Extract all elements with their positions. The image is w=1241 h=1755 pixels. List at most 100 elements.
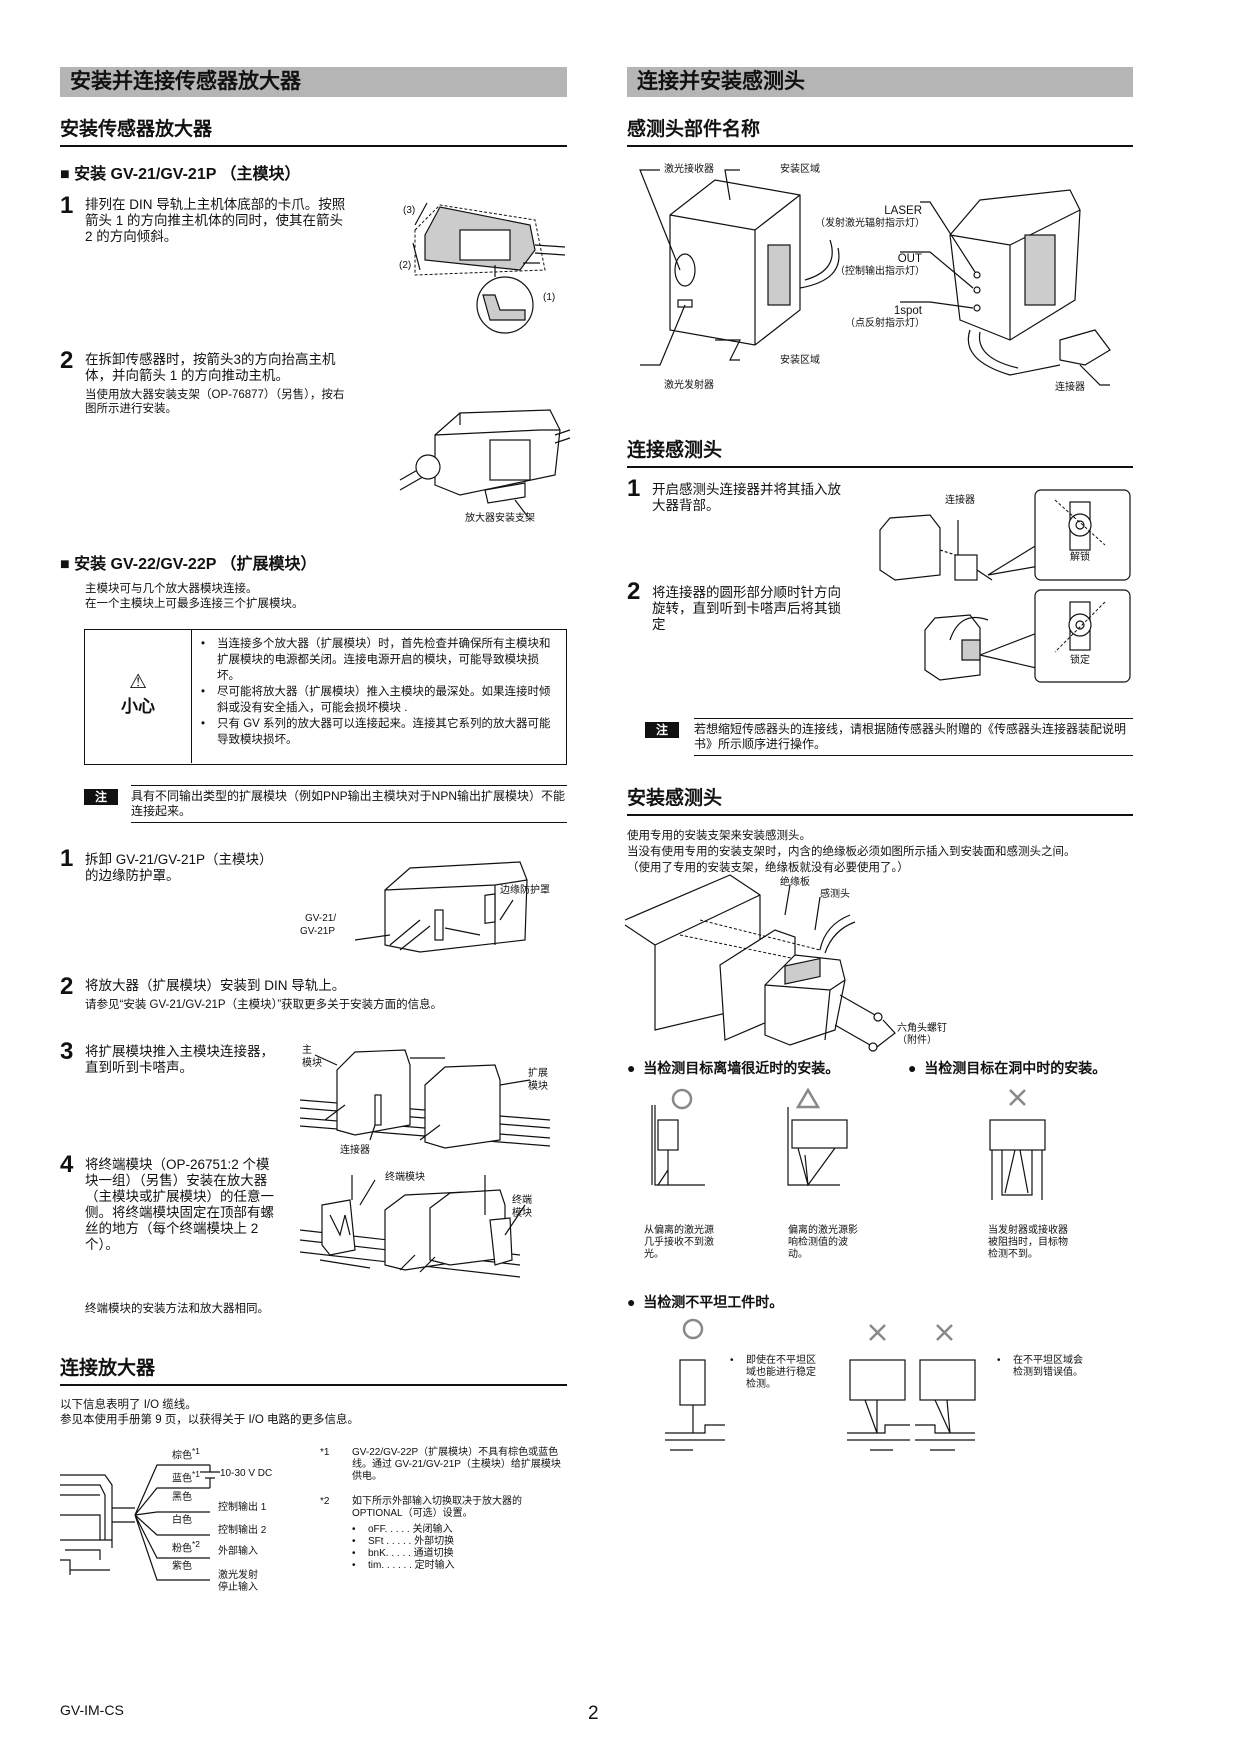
label-laser-desc: （发射激光辐射指示灯） xyxy=(815,218,925,229)
sensor-head-label: 感测头 xyxy=(820,889,850,900)
model-label: GV-21/ xyxy=(305,913,337,924)
wire-function: 控制输出 2 xyxy=(218,1525,267,1536)
ext-module-label: 模块 xyxy=(528,1081,548,1092)
figure-mount-head: 绝缘板 感测头 六角头螺钉 （附件） xyxy=(624,874,955,1055)
end-unit-label: 终端 xyxy=(512,1195,532,1206)
option-item: bnK. . . . . 通道切换 xyxy=(350,1548,455,1560)
footnote-end-unit: 终端模块的安装方法和放大器相同。 xyxy=(85,1303,269,1315)
label-out-desc: （控制输出指示灯） xyxy=(835,266,925,277)
connector-label: 连接器 xyxy=(340,1145,370,1156)
uneven-caption-list: 在不平坦区域会检测到错误值。 xyxy=(995,1355,1085,1379)
wall-caption: 当发射器或接收器被阻挡时，目标物检测不到。 xyxy=(988,1225,1068,1260)
step-number: 1 xyxy=(60,192,74,219)
step-number: 2 xyxy=(60,973,74,1000)
step-text: 将终端模块（OP-26751:2 个模块一组）（另售）安装在放大器（主模块或扩展… xyxy=(85,1157,274,1252)
figure-sensor-head-parts: 激光接收器 安装区域 安装区域 激光发射器 LASER （发射激光辐射指示灯） … xyxy=(639,160,1130,400)
label-laser: LASER xyxy=(884,205,922,217)
bullet-icon: ● xyxy=(908,1060,925,1076)
label-1spot-desc: （点反射指示灯） xyxy=(845,318,925,329)
option-item: oFF. . . . . 关闭输入 xyxy=(350,1524,455,1536)
intro-line: 在一个主模块上可最多连接三个扩展模块。 xyxy=(85,598,304,610)
main-module-label: 主 xyxy=(302,1045,312,1056)
heading-ext-module: ■ 安装 GV-22/GV-22P （扩展模块） xyxy=(60,556,317,573)
wire-function: 激光发射停止输入 xyxy=(218,1570,258,1593)
wire-function: 10-30 V DC xyxy=(220,1468,273,1479)
connector-label: 连接器 xyxy=(945,495,975,506)
step-subtext: 当使用放大器安装支架（OP-76877）（另售），按右图所示进行安装。 xyxy=(85,389,345,415)
step-text: 将扩展模块推入主模块连接器，直到听到卡嗒声。 xyxy=(85,1044,274,1075)
wire-color-text: 蓝色 xyxy=(172,1473,192,1485)
option-item: tim. . . . . . 定时输入 xyxy=(350,1560,455,1572)
step-number: 1 xyxy=(627,475,641,502)
figure-uneven-cases: 即使在不平坦区域也能进行稳定检测。 在不平坦区域会检测到错误值。 xyxy=(665,1315,1135,1451)
intro-line: 主模块可与几个放大器模块连接。 xyxy=(85,583,258,595)
intro-line: （使用了专用的安装支架，绝缘板就没有必要使用了。） xyxy=(627,862,909,874)
figure-push-ext-module: 主 模块 扩展 模块 连接器 xyxy=(299,1040,570,1165)
end-unit-label: 模块 xyxy=(512,1208,532,1219)
label-1spot: 1spot xyxy=(893,305,922,317)
case-uneven-text: 当检测不平坦工件时。 xyxy=(643,1294,784,1310)
step-number: 2 xyxy=(627,578,641,605)
edge-cover-label: 边缘防护罩 xyxy=(500,885,550,896)
note-tag: 注 xyxy=(645,722,679,738)
caution-item: 当连接多个放大器（扩展模块）时，首先检查并确保所有主模块和扩展模块的电源都关闭。… xyxy=(199,636,557,684)
label-mount-area: 安装区域 xyxy=(780,164,820,175)
page-number: 2 xyxy=(588,1703,599,1724)
heading-parts: 感测头部件名称 xyxy=(627,114,1133,147)
figure-wall-cases: ○ △ × 从偏离的激光源几乎接收不到激光。 偏离的激光源影响检测值的波动。 当… xyxy=(640,1085,1120,1265)
option-list: oFF. . . . . 关闭输入 SFt . . . . . 外部切换 bnK… xyxy=(350,1524,455,1572)
step-number: 1 xyxy=(60,845,74,872)
main-module-label: 模块 xyxy=(302,1058,322,1069)
wire-function: 外部输入 xyxy=(218,1546,258,1557)
heading-connect-head: 连接感测头 xyxy=(627,435,1133,468)
screw-label: 六角头螺钉 xyxy=(897,1023,947,1034)
caution-item: 尽可能将放大器（扩展模块）推入主模块的最深处。如果连接时倾斜或没有安全插入，可能… xyxy=(199,684,557,716)
intro-line: 参见本使用手册第 9 页，以获得关于 I/O 电路的更多信息。 xyxy=(60,1414,360,1426)
wire-mark: *1 xyxy=(192,1469,200,1479)
note-text: 若想缩短传感器头的连接线，请根据随传感器头附赠的《传感器头连接器装配说明书》所示… xyxy=(694,718,1133,756)
figure-end-unit: 终端模块 终端 模块 xyxy=(299,1160,570,1280)
wire-color: 蓝色*1 xyxy=(172,1468,200,1485)
step-text: 将连接器的圆形部分顺时针方向旋转，直到听到卡嗒声后将其锁定 xyxy=(652,585,841,632)
heading-mount-head: 安装感测头 xyxy=(627,783,1133,816)
option-item: SFt . . . . . 外部切换 xyxy=(350,1536,455,1548)
arrow-1-label: (1) xyxy=(543,292,556,303)
heading-connect-amp: 连接放大器 xyxy=(60,1353,567,1386)
step-text: 排列在 DIN 导轨上主机体底部的卡爪。按照箭头 1 的方向推主机体的同时，使其… xyxy=(85,197,346,244)
wire-color: 粉色*2 xyxy=(172,1538,200,1555)
footnote-mark: *2 xyxy=(320,1496,330,1507)
label-emitter: 激光发射器 xyxy=(664,380,714,391)
doc-code: GV-IM-CS xyxy=(60,1702,124,1718)
case-wall-text: 当检测目标离墙很近时的安装。 xyxy=(643,1060,840,1076)
ext-module-label: 扩展 xyxy=(528,1068,548,1079)
wall-caption: 偏离的激光源影响检测值的波动。 xyxy=(788,1225,858,1260)
case-wall-heading: ● 当检测目标离墙很近时的安装。 xyxy=(627,1058,839,1078)
figure-amp-bracket: 放大器安装支架 xyxy=(399,405,571,530)
caution-item: 只有 GV 系列的放大器可以连接起来。连接其它系列的放大器可能导致模块损坏。 xyxy=(199,716,557,748)
wire-function: 控制输出 1 xyxy=(218,1502,267,1513)
step-text: 开启感测头连接器并将其插入放大器背部。 xyxy=(652,482,841,513)
wire-color-text: 棕色 xyxy=(172,1450,192,1462)
footnote-text: GV-22/GV-22P（扩展模块）不具有棕色或蓝色线。通过 GV-21/GV-… xyxy=(352,1447,561,1482)
bullet-icon: ● xyxy=(627,1294,644,1310)
case-uneven-heading: ● 当检测不平坦工件时。 xyxy=(627,1292,783,1312)
insulating-plate-label: 绝缘板 xyxy=(780,877,810,888)
wire-color: 黑色 xyxy=(172,1492,192,1503)
case-hole-heading: ● 当检测目标在洞中时的安装。 xyxy=(908,1058,1106,1078)
end-unit-label: 终端模块 xyxy=(385,1172,425,1183)
figure-amp-din-mount: (3) (2) (1) xyxy=(395,195,566,345)
uneven-caption: 在不平坦区域会检测到错误值。 xyxy=(995,1355,1085,1379)
step-number: 3 xyxy=(60,1038,74,1065)
model-label: GV-21P xyxy=(300,926,336,937)
caution-label-cell: ⚠ 小心 xyxy=(85,630,192,763)
wire-color: 紫色 xyxy=(172,1561,192,1572)
caution-box: ⚠ 小心 当连接多个放大器（扩展模块）时，首先检查并确保所有主模块和扩展模块的电… xyxy=(84,629,567,765)
wall-caption: 从偏离的激光源几乎接收不到激光。 xyxy=(644,1225,714,1260)
arrow-2-label: (2) xyxy=(399,260,412,271)
footnote-mark: *1 xyxy=(320,1447,330,1458)
figure-io-cable: 棕色*1 蓝色*1 黑色 白色 粉色*2 紫色 10-30 V DC 控制输出 … xyxy=(60,1440,310,1600)
figure-remove-edge-cover: GV-21/ GV-21P 边缘防护罩 xyxy=(295,850,570,960)
intro-line: 以下信息表明了 I/O 缆线。 xyxy=(60,1399,197,1411)
step-text: 将放大器（扩展模块）安装到 DIN 导轨上。 xyxy=(85,978,346,993)
wire-mark: *2 xyxy=(192,1539,200,1549)
